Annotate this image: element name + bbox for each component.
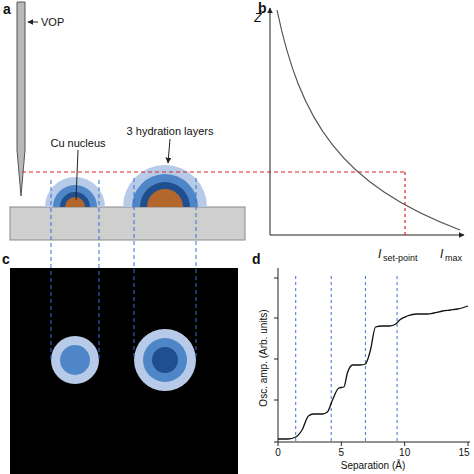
axis-title: Osc. amp. (Arb. units) [259,309,269,406]
leader-line [76,150,78,200]
axis-ticks [274,278,468,446]
tick-label: 15 [458,448,469,458]
axis [270,8,271,235]
axis-label: I [378,248,381,260]
vop-probe [17,2,25,196]
part-label: 3 hydration layers [127,126,214,137]
axis-label: Z [254,12,261,24]
axis-subscript: set-point [383,254,418,263]
image-panel [10,268,238,474]
axis [270,235,464,236]
setpoint-line [404,172,405,235]
tick-label: 5 [339,448,345,458]
axis-subscript: max [445,254,462,263]
part-label: Cu nucleus [50,138,105,149]
axis [278,268,279,442]
decay-curve [277,10,460,230]
panel-letter: c [2,252,10,266]
amplitude-curve [278,306,468,439]
setpoint-line [22,171,405,172]
hydrated-nuclei [45,165,207,207]
tick-label: 10 [399,448,410,458]
substrate [10,207,245,240]
panel-letter: d [252,252,261,266]
projection-lines [51,178,196,360]
leader-line [168,139,170,163]
axis [278,442,470,443]
leader-line [28,22,38,23]
panel-letter: a [3,2,11,16]
probe-label: VOP [41,17,64,28]
tick-label: 0 [275,448,281,458]
layer-lines [296,276,397,442]
axis-label: I [440,248,443,260]
axis-title: Separation (Å) [341,461,405,471]
